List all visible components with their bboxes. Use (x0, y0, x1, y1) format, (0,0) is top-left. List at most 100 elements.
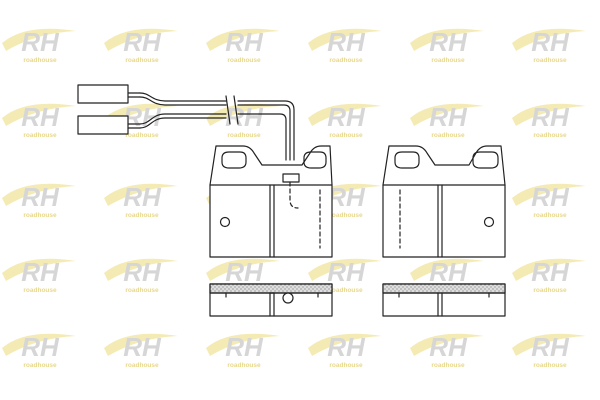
watermark-swoosh (512, 183, 586, 206)
watermark-sub-text: roadhouse (227, 57, 261, 64)
watermark-sub-text: roadhouse (125, 287, 159, 294)
watermark-swoosh (206, 28, 280, 51)
watermark-sub-text: roadhouse (125, 212, 159, 219)
watermark-logo-text: RH (225, 102, 264, 132)
watermark-sub-text: roadhouse (431, 362, 465, 369)
watermark-sub-text: roadhouse (227, 362, 261, 369)
sensor-hole-section (282, 292, 294, 304)
watermark-logo-text: RH (21, 257, 60, 287)
watermark-swoosh (2, 333, 76, 356)
drawing-layer (77, 84, 506, 317)
watermark-swoosh (308, 103, 382, 126)
watermark-swoosh (512, 258, 586, 281)
watermark-logo-text: RH (327, 332, 366, 362)
watermark-logo-text: RH (123, 257, 162, 287)
watermark-swoosh (104, 28, 178, 51)
watermark-logo-text: RH (531, 182, 570, 212)
watermark-sub-text: roadhouse (533, 287, 567, 294)
watermark-sub-text: roadhouse (23, 57, 57, 64)
wear-sensor (77, 84, 295, 161)
watermark-swoosh (2, 28, 76, 51)
watermark-sub-text: roadhouse (431, 57, 465, 64)
brake-pad-left (209, 145, 333, 258)
watermark-swoosh (512, 333, 586, 356)
watermark-sub-text: roadhouse (125, 132, 159, 139)
watermark-logo-text: RH (429, 27, 468, 57)
watermark-swoosh (2, 183, 76, 206)
watermark-sub-text: roadhouse (227, 132, 261, 139)
watermark-swoosh (2, 258, 76, 281)
watermark-sub-text: roadhouse (23, 132, 57, 139)
watermark-sub-text: roadhouse (329, 287, 363, 294)
watermark-logo-text: RH (531, 332, 570, 362)
watermark-logo-text: RH (225, 332, 264, 362)
watermark-swoosh (104, 103, 178, 126)
watermark-swoosh (410, 103, 484, 126)
watermark-logo-text: RH (225, 27, 264, 57)
watermark-logo-text: RH (327, 257, 366, 287)
brake-pad-right (382, 145, 506, 258)
watermark-logo-text: RH (225, 257, 264, 287)
watermark-sub-text: roadhouse (125, 362, 159, 369)
watermark-swoosh (206, 333, 280, 356)
watermark-swoosh (308, 28, 382, 51)
sensor-clip (282, 173, 300, 183)
watermark-logo-text: RH (531, 102, 570, 132)
sensor-connector-lower (77, 115, 129, 135)
watermark-swoosh (410, 28, 484, 51)
friction-layer-left (209, 283, 333, 294)
watermark-logo-text: RH (327, 102, 366, 132)
watermark-swoosh (410, 333, 484, 356)
watermark-sub-text: roadhouse (533, 362, 567, 369)
watermark-logo-text: RH (531, 27, 570, 57)
watermark-logo-text: RH (429, 332, 468, 362)
watermark-logo-text: RH (123, 182, 162, 212)
watermark-sub-text: roadhouse (329, 362, 363, 369)
watermark-sub-text: roadhouse (533, 132, 567, 139)
watermark-logo-text: RH (21, 102, 60, 132)
watermark-sub-text: roadhouse (533, 212, 567, 219)
watermark-swoosh (104, 183, 178, 206)
sensor-connector-upper (77, 84, 129, 104)
watermark-swoosh (308, 258, 382, 281)
watermark-swoosh (512, 103, 586, 126)
watermark-sub-text: roadhouse (533, 57, 567, 64)
watermark-logo-text: RH (429, 257, 468, 287)
watermark-swoosh (104, 258, 178, 281)
watermark-logo-text: RH (429, 102, 468, 132)
watermark-logo-text: RH (21, 27, 60, 57)
cable-break-mark (225, 95, 239, 125)
watermark-sub-text: roadhouse (329, 132, 363, 139)
pad-section-right (382, 283, 506, 317)
watermark-sub-text: roadhouse (329, 212, 363, 219)
watermark-swoosh (104, 333, 178, 356)
watermark-logo-text: RH (21, 332, 60, 362)
friction-layer-right (382, 283, 506, 294)
watermark-swoosh (512, 28, 586, 51)
watermark-swoosh (410, 258, 484, 281)
watermark-swoosh (206, 258, 280, 281)
pin-hole-left (219, 216, 231, 228)
watermark-sub-text: roadhouse (23, 362, 57, 369)
